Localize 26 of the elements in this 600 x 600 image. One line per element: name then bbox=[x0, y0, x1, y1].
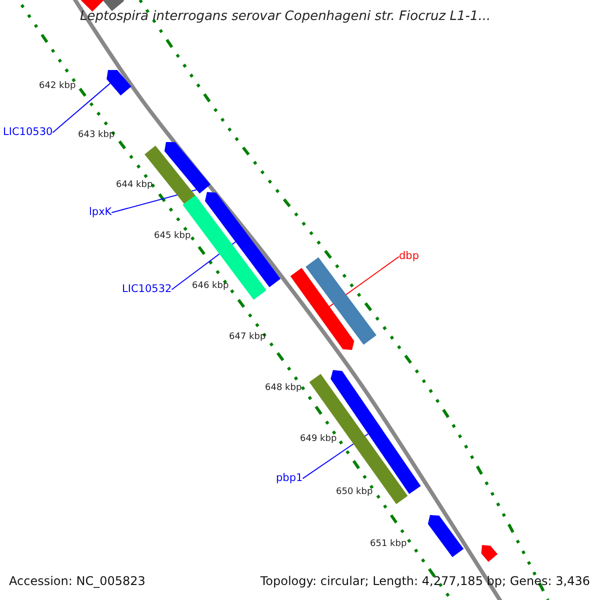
info-text: Accession: NC_005823 bbox=[9, 574, 146, 588]
tick-label: 642 kbp bbox=[39, 81, 76, 91]
gene-label: pbp1 bbox=[276, 472, 303, 484]
leader-line bbox=[52, 82, 111, 134]
tick-label: 645 kbp bbox=[154, 231, 191, 241]
gene-label: LIC10530 bbox=[3, 126, 53, 138]
gene-bar bbox=[428, 515, 464, 558]
gene-label: LIC10532 bbox=[122, 283, 172, 295]
tick-label: 646 kbp bbox=[192, 281, 229, 291]
gene-bar bbox=[306, 257, 376, 345]
tick-label: 647 kbp bbox=[229, 332, 266, 342]
gene-label: lpxK bbox=[89, 206, 112, 218]
gene-bar bbox=[80, 0, 104, 12]
tick-label: 650 kbp bbox=[336, 487, 373, 497]
gene-bar bbox=[164, 142, 210, 194]
gene-bar bbox=[102, 0, 124, 12]
gene-bar bbox=[290, 268, 354, 350]
title: Leptospira interrogans serovar Copenhageni str. Fiocruz L1-1... bbox=[80, 9, 491, 24]
tick-label: 643 kbp bbox=[78, 130, 115, 140]
tick-label: 649 kbp bbox=[300, 434, 337, 444]
info-text: Topology: circular; Length: 4,277,185 bp; Genes: 3,436 bbox=[260, 574, 590, 588]
gene-label: dbp bbox=[399, 250, 419, 262]
gene-bar bbox=[106, 70, 132, 96]
tick-label: 651 kbp bbox=[370, 539, 407, 549]
tick-label: 644 kbp bbox=[116, 180, 153, 190]
gene-bar bbox=[481, 545, 498, 562]
